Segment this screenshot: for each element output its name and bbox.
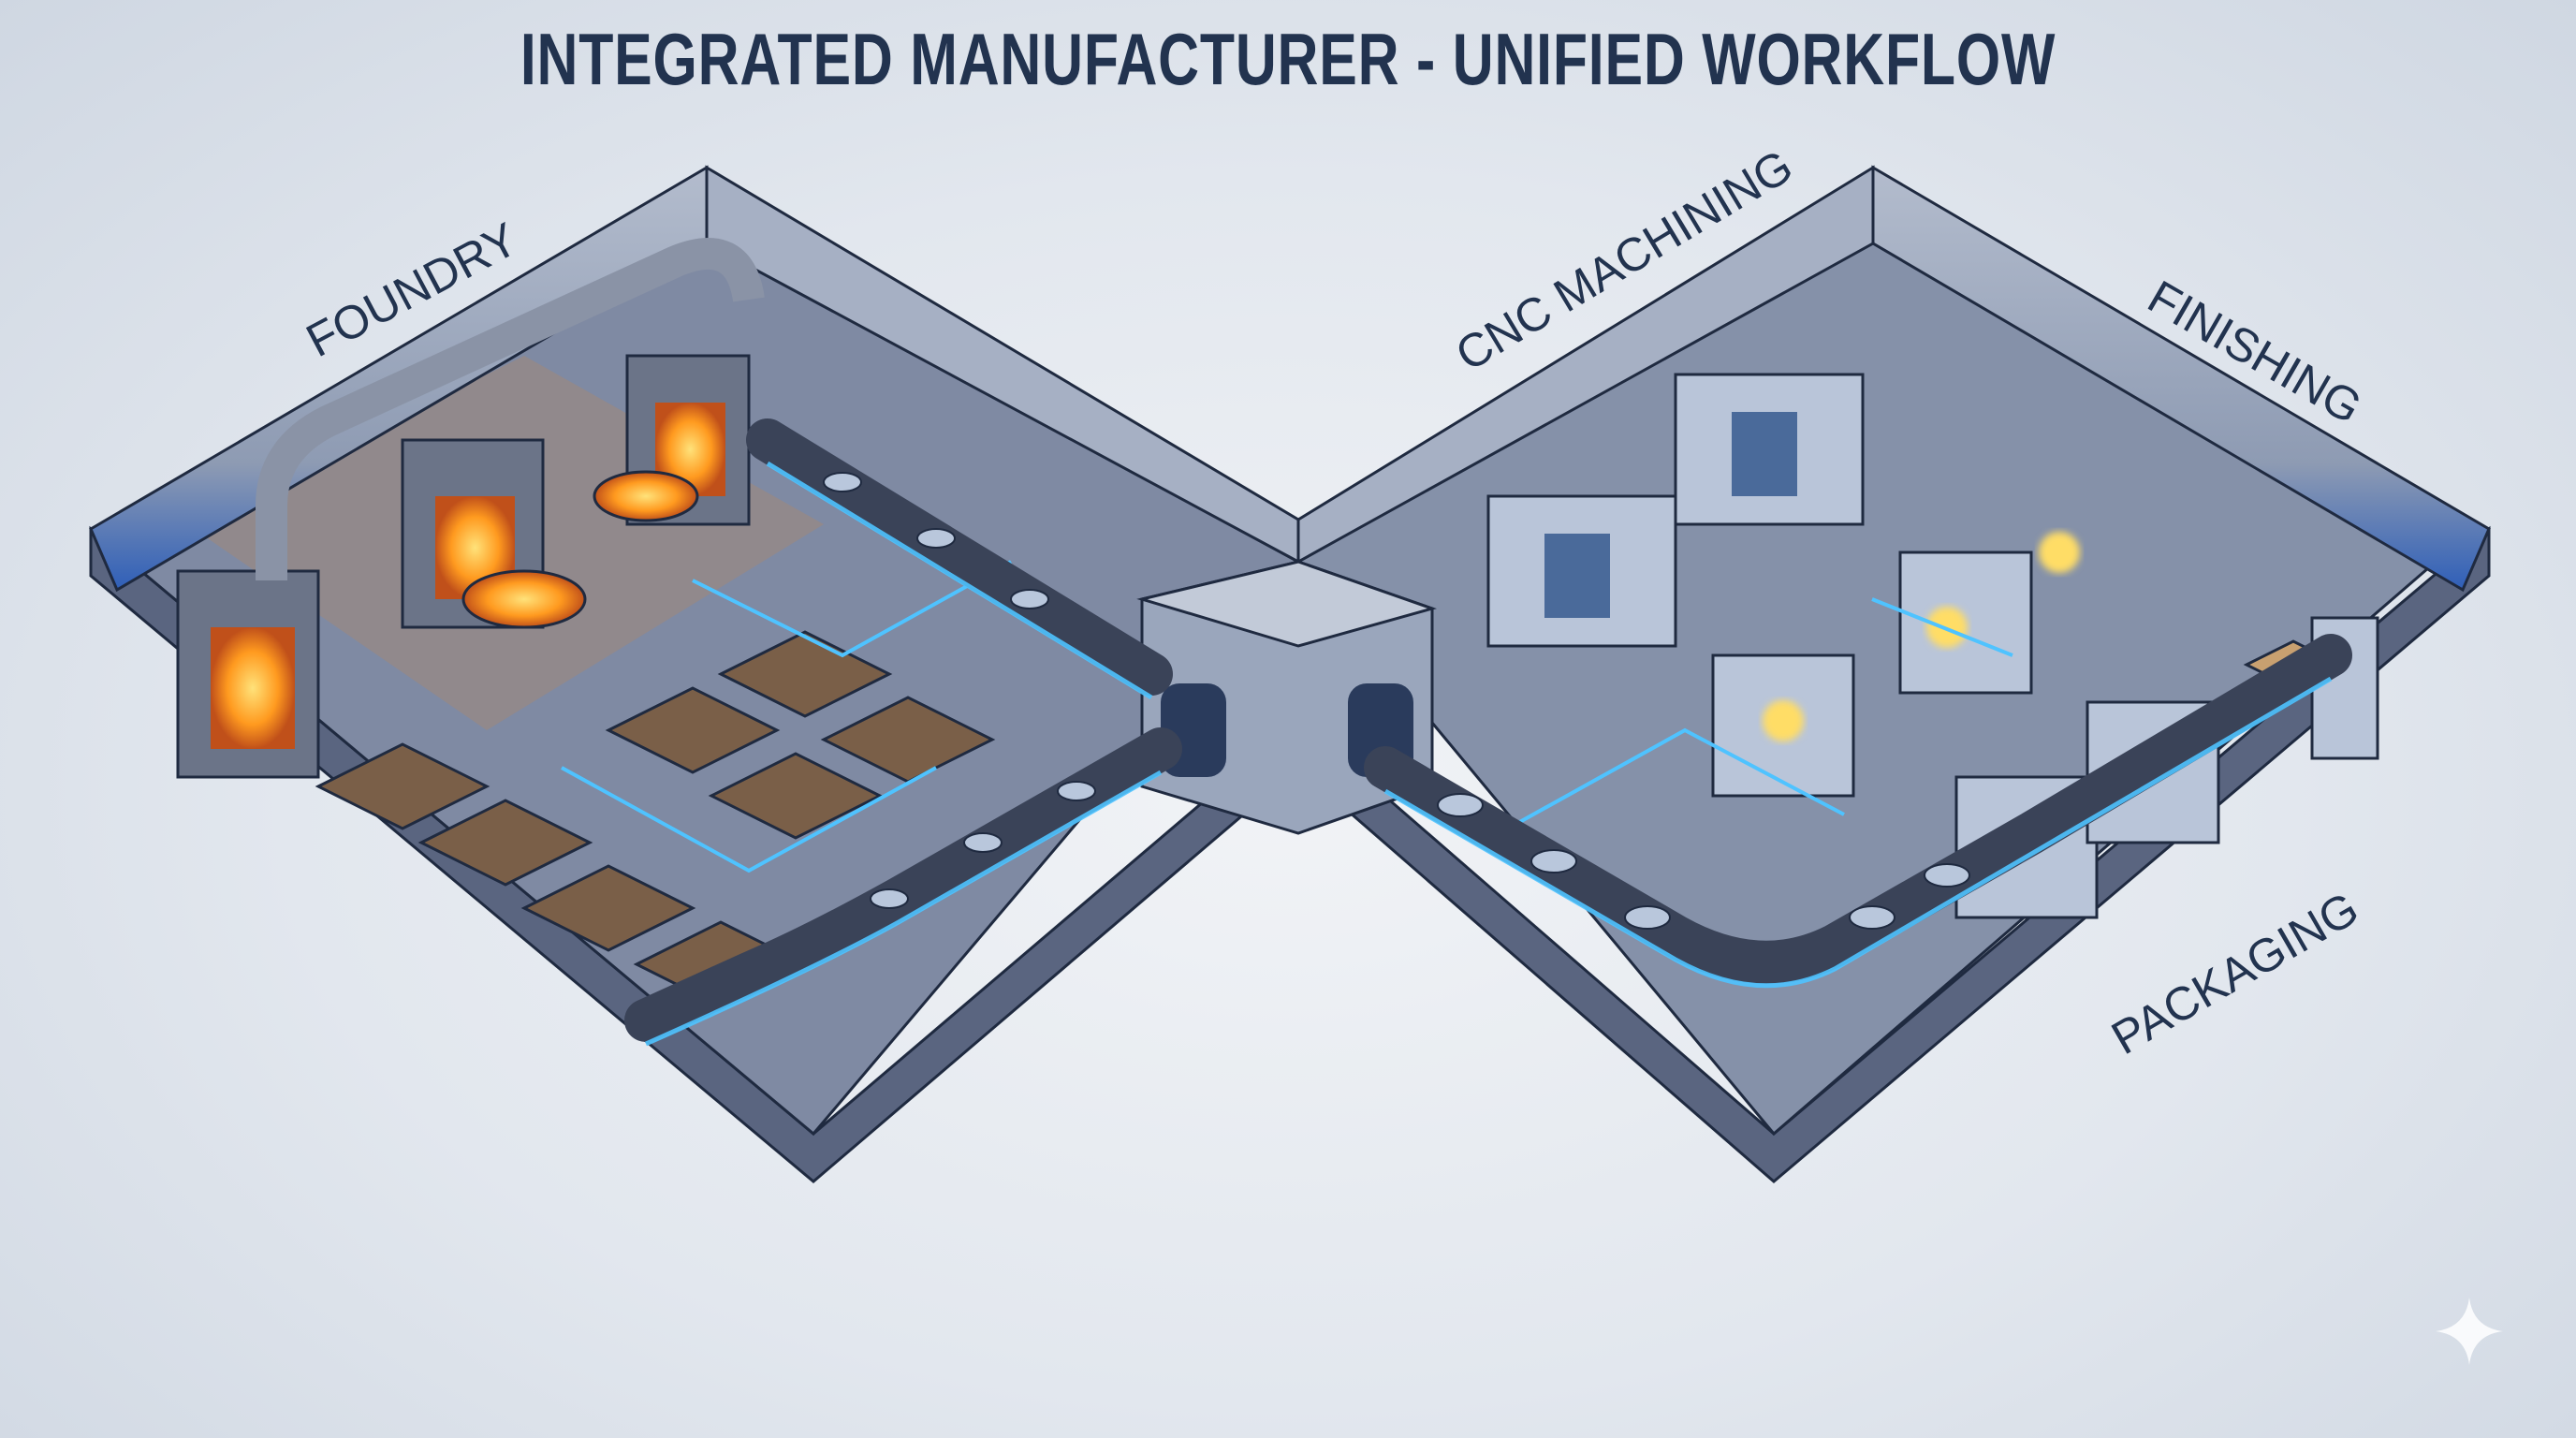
- foundry-room: [89, 165, 1301, 1183]
- page-title: INTEGRATED MANUFACTURER - UNIFIED WORKFL…: [520, 18, 2056, 100]
- ladle: [461, 569, 587, 629]
- right-back-wall-right: [1871, 165, 2491, 593]
- floor-guide-lines: [561, 560, 1012, 873]
- conveyor-belt: [1364, 634, 2352, 984]
- finishing-station: [1711, 532, 2080, 798]
- ladle: [593, 470, 699, 522]
- furnace: [176, 569, 320, 779]
- cnc-machine: [1674, 373, 1865, 526]
- sparkle-icon: [2436, 1298, 2503, 1365]
- cnc-machine: [1486, 494, 1677, 648]
- conveyor-glow: [644, 461, 2333, 1047]
- exhaust-pipe: [256, 238, 765, 580]
- floor-guide-lines: [1515, 597, 2013, 826]
- conveyor-parts: [823, 472, 1970, 930]
